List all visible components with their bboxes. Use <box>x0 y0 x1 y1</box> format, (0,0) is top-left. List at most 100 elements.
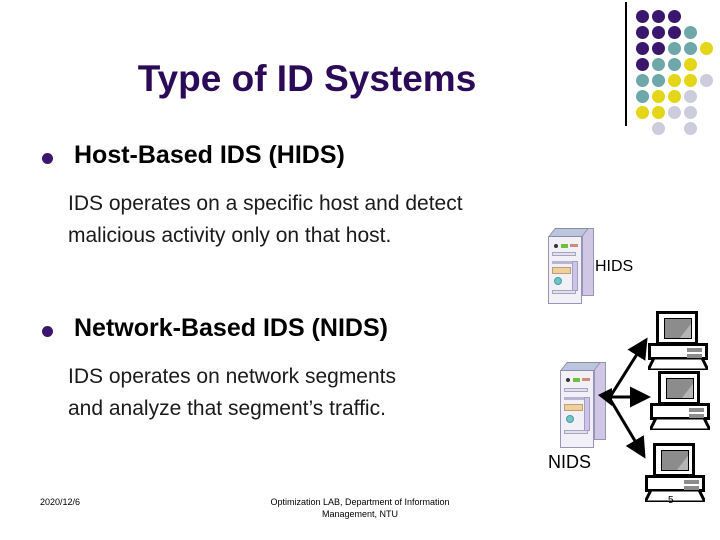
computer-monitor <box>656 311 698 345</box>
decorative-dot <box>636 90 649 103</box>
hids-line-2: malicious activity only on that host. <box>68 223 392 247</box>
desktop-computer-icon-3 <box>645 443 707 503</box>
decorative-dot <box>652 10 665 23</box>
bullet-marker-icon <box>42 153 53 164</box>
computer-screen <box>666 378 694 399</box>
screen-glare <box>673 319 691 338</box>
decorative-dot <box>652 58 665 71</box>
decorative-dot <box>636 10 649 23</box>
footer-org-line-2: Management, NTU <box>321 509 399 520</box>
screen-glare <box>675 379 693 398</box>
screen-glare <box>670 451 688 470</box>
footer-organization: Optimization LAB, Department of Informat… <box>210 496 510 520</box>
bullet-body-hids: IDS operates on a specific host and dete… <box>68 188 463 252</box>
decorative-dot-grid <box>636 10 720 135</box>
server-top-face <box>548 228 590 237</box>
title-divider-line <box>625 2 627 126</box>
nids-line-2: and analyze that segment’s traffic. <box>68 396 386 420</box>
server-tower-icon-hids <box>548 228 594 304</box>
computer-drive-slot <box>689 408 704 412</box>
server-drive-bay <box>564 388 588 392</box>
bullet-item-nids: Network-Based IDS (NIDS) <box>42 314 388 343</box>
decorative-dot <box>684 106 697 119</box>
decorative-dot <box>668 26 681 39</box>
computer-keyboard <box>648 358 708 370</box>
server-strip <box>564 397 588 400</box>
server-vertical-strip <box>584 397 590 431</box>
hids-label: HIDS <box>595 258 634 275</box>
decorative-dot <box>684 26 697 39</box>
server-side-panel <box>582 228 594 296</box>
decorative-dot <box>668 90 681 103</box>
computer-keyboard <box>645 490 705 502</box>
decorative-dot <box>636 42 649 55</box>
computer-drive-slot <box>687 354 702 358</box>
decorative-dot <box>652 122 665 135</box>
computer-drive-slot <box>684 486 699 490</box>
decorative-dot <box>700 74 713 87</box>
nids-line-1: IDS operates on network segments <box>68 365 397 388</box>
decorative-dot <box>684 58 697 71</box>
server-drive-bay <box>552 290 576 294</box>
footer-org-line-1: Optimization LAB, Department of Informat… <box>270 497 450 507</box>
server-side-panel <box>594 362 606 440</box>
server-strip <box>552 261 576 264</box>
computer-drive-slot <box>689 414 704 418</box>
server-amber-panel <box>564 404 583 411</box>
computer-keyboard <box>650 418 710 430</box>
decorative-dot <box>636 58 649 71</box>
computer-screen <box>664 318 692 339</box>
server-led-red <box>570 244 578 247</box>
decorative-dot <box>652 106 665 119</box>
decorative-dot <box>636 106 649 119</box>
decorative-dot <box>636 74 649 87</box>
arrow-to-computer-3 <box>608 398 646 459</box>
server-amber-panel <box>552 267 571 274</box>
decorative-dot <box>652 42 665 55</box>
server-knob <box>554 277 562 285</box>
decorative-dot <box>636 26 649 39</box>
decorative-dot <box>668 58 681 71</box>
computer-monitor <box>658 371 700 405</box>
server-led-red <box>582 378 590 381</box>
decorative-dot <box>668 106 681 119</box>
nids-label: NIDS <box>548 452 592 472</box>
decorative-dot <box>652 74 665 87</box>
decorative-dot <box>652 26 665 39</box>
server-led-dark <box>566 378 570 382</box>
decorative-dot <box>684 90 697 103</box>
bullet-heading-hids: Host-Based IDS (HIDS) <box>74 141 345 169</box>
decorative-dot <box>668 42 681 55</box>
bullet-body-nids: IDS operates on network segments and ana… <box>68 361 396 425</box>
desktop-computer-icon-2 <box>650 371 712 431</box>
bullet-item-hids: Host-Based IDS (HIDS) <box>42 141 345 170</box>
server-knob <box>566 415 574 423</box>
computer-drive-slot <box>687 348 702 352</box>
decorative-dot <box>684 42 697 55</box>
decorative-dot <box>668 10 681 23</box>
decorative-dot <box>684 74 697 87</box>
computer-drive-slot <box>684 480 699 484</box>
server-tower-icon-nids <box>560 362 606 448</box>
bullet-heading-nids: Network-Based IDS (NIDS) <box>74 314 388 342</box>
server-led-dark <box>554 244 558 248</box>
computer-screen <box>661 450 689 471</box>
page-number: 5 <box>668 495 674 506</box>
computer-monitor <box>653 443 695 477</box>
server-led-green <box>561 244 568 248</box>
desktop-computer-icon-1 <box>648 311 710 371</box>
bullet-marker-icon <box>42 326 53 337</box>
arrow-to-computer-1 <box>608 337 648 398</box>
hids-line-1: IDS operates on a specific host and dete… <box>68 192 463 215</box>
decorative-dot <box>668 74 681 87</box>
decorative-dot <box>700 42 713 55</box>
server-drive-bay <box>564 430 588 434</box>
page-title: Type of ID Systems <box>137 58 477 99</box>
server-vertical-strip <box>572 261 578 291</box>
footer-date: 2020/12/6 <box>40 497 81 507</box>
server-led-green <box>573 378 580 382</box>
server-drive-bay <box>552 252 576 256</box>
decorative-dot <box>652 90 665 103</box>
decorative-dot <box>684 122 697 135</box>
